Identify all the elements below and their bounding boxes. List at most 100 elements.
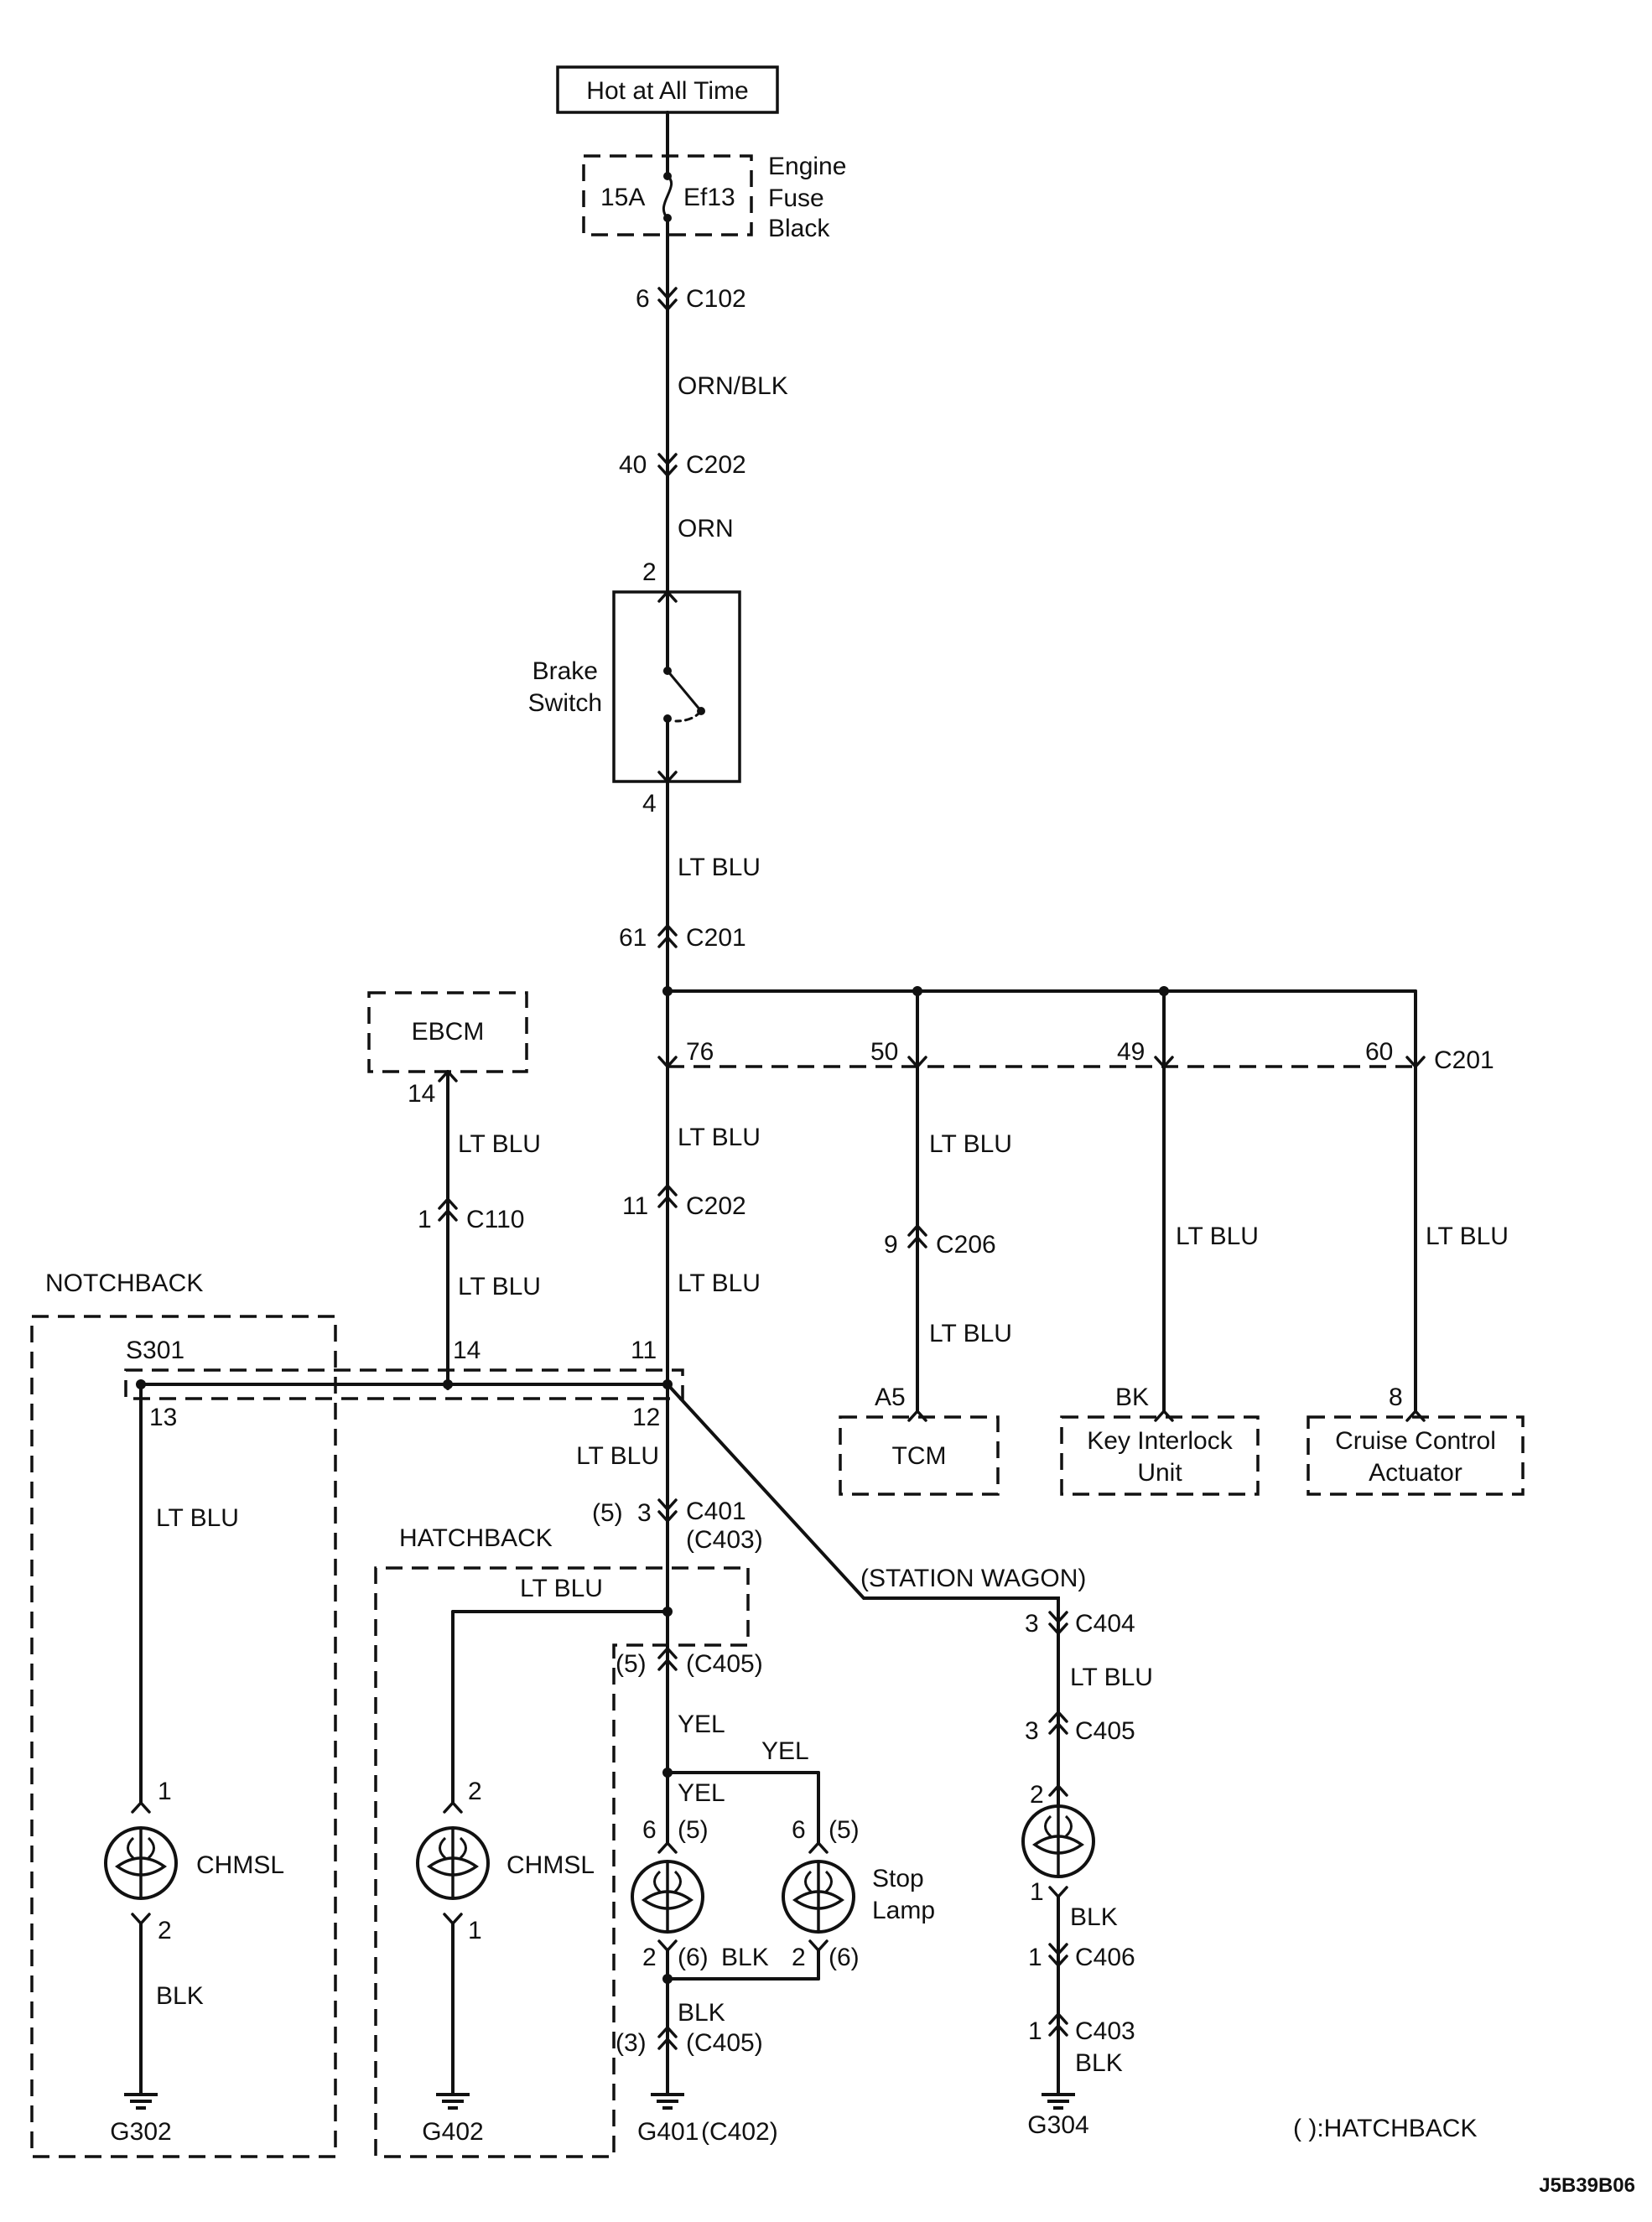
c202-top-label: C202: [686, 451, 746, 479]
c405-wagon-label: C405: [1075, 1717, 1135, 1745]
wagon-lamp-pin-bottom: 1: [1030, 1878, 1044, 1906]
c206-label: C206: [936, 1231, 996, 1259]
splice-s301-box: [124, 1368, 684, 1400]
c405-pin-alt: (5): [616, 1650, 647, 1678]
stop-right-top-pin: 6: [792, 1816, 806, 1844]
cruise-box: [1307, 1415, 1525, 1496]
stop-left-bot-pin: 2: [642, 1944, 657, 1971]
c403-alt-label: (C403): [686, 1526, 763, 1554]
stop-wire-yel2: YEL: [678, 1779, 725, 1807]
center-wire2: LT BLU: [678, 1269, 761, 1297]
hatchback-chmsl-label: CHMSL: [507, 1851, 595, 1879]
fuse-block-line1: Engine: [768, 153, 846, 180]
key-interlock-line2: Unit: [1137, 1459, 1182, 1487]
stop-lamp-left-bulb-icon: [631, 1860, 704, 1934]
c201-in-label: C201: [686, 924, 746, 952]
fuse-block-line2: Fuse: [768, 184, 824, 212]
c406-label: C406: [1075, 1944, 1135, 1971]
wagon-lamp-pin-top: 2: [1030, 1781, 1044, 1809]
c110-pin: 1: [418, 1206, 432, 1233]
hatchback-wire: LT BLU: [520, 1575, 603, 1602]
hatchback-pin2-icon: [443, 1801, 463, 1814]
key-interlock-pin: BK: [1115, 1384, 1149, 1411]
c401-label: C401: [686, 1498, 746, 1525]
wagon-wire1: LT BLU: [1070, 1664, 1153, 1691]
stop-ground-icon: [649, 2083, 686, 2110]
notchback-header: NOTCHBACK: [45, 1269, 203, 1297]
legend-hatchback: ( ):HATCHBACK: [1293, 2115, 1477, 2142]
hatchback-header: HATCHBACK: [399, 1524, 553, 1552]
c405-alt-label: (C405): [686, 1650, 763, 1678]
c202-mid-pin: 11: [622, 1192, 648, 1220]
stop-wire-yel: YEL: [761, 1737, 809, 1765]
fuse-block-line3: Black: [768, 215, 830, 242]
tcm-box: [839, 1415, 1000, 1496]
notchback-box: [30, 1315, 337, 2158]
c201-in-pin: 61: [619, 924, 647, 952]
stop-wire-blk2: BLK: [678, 1999, 725, 2027]
hatchback-ground: G402: [422, 2118, 483, 2146]
cruise-pin: 8: [1389, 1384, 1403, 1411]
c202-mid-label: C202: [686, 1192, 746, 1220]
notchback-chmsl-bulb-icon: [104, 1826, 178, 1900]
stop-ground: G401: [637, 2118, 699, 2146]
stop-c405-pin-alt: (3): [616, 2029, 647, 2057]
c201-pin-60: 60: [1365, 1038, 1393, 1066]
notchback-pin1-icon: [131, 1801, 151, 1814]
stop-left-top-icon: [657, 1841, 678, 1854]
tcm-wire2: LT BLU: [929, 1320, 1012, 1347]
hatchback-box: [374, 1566, 750, 2158]
stop-right-top-alt: (5): [829, 1816, 860, 1844]
hatchback-ground-icon: [434, 2083, 471, 2110]
tcm-wire1: LT BLU: [929, 1130, 1012, 1158]
c201-pin-76: 76: [686, 1038, 714, 1066]
wagon-lamp-bulb-icon: [1021, 1804, 1095, 1878]
c403-wagon-pin: 1: [1028, 2017, 1042, 2045]
cruise-wire: LT BLU: [1426, 1223, 1509, 1250]
tcm-label: TCM: [892, 1442, 947, 1470]
wagon-wire3: BLK: [1075, 2049, 1123, 2077]
splice-pin-13: 13: [149, 1404, 177, 1431]
stop-left-bot-alt: (6): [678, 1944, 709, 1971]
ebcm-wire2: LT BLU: [458, 1273, 541, 1300]
tcm-pin: A5: [875, 1384, 906, 1411]
hatchback-pin-top: 2: [468, 1778, 482, 1805]
c403-wagon-label: C403: [1075, 2017, 1135, 2045]
splice-name: S301: [126, 1337, 184, 1364]
brake-switch: [612, 590, 741, 783]
c102-pin: 6: [636, 285, 650, 313]
notchback-chmsl-label: CHMSL: [196, 1851, 284, 1879]
cruise-line2: Actuator: [1369, 1459, 1462, 1487]
c201-branch-label: C201: [1434, 1046, 1494, 1074]
cruise-line1: Cruise Control: [1335, 1427, 1496, 1455]
hatchback-pin-bottom: 1: [468, 1917, 482, 1944]
splice-pin-14: 14: [453, 1337, 481, 1364]
stop-left-top-pin: 6: [642, 1816, 657, 1844]
notchback-pin-bottom: 2: [158, 1917, 172, 1944]
notchback-pin-top: 1: [158, 1778, 172, 1805]
wagon-header: (STATION WAGON): [860, 1565, 1086, 1592]
c110-label: C110: [466, 1206, 525, 1233]
wagon-ground-icon: [1040, 2083, 1077, 2110]
key-interlock-line1: Key Interlock: [1087, 1427, 1233, 1455]
ebcm-label: EBCM: [412, 1018, 485, 1046]
brake-switch-pin-out: 4: [642, 790, 657, 818]
brake-switch-label-line2: Switch: [528, 689, 602, 717]
stop-lamp-right-bulb-icon: [782, 1860, 855, 1934]
c201-pin-49: 49: [1117, 1038, 1145, 1066]
c405-wagon-pin: 3: [1025, 1717, 1039, 1745]
c401-pin: 3: [637, 1499, 652, 1527]
stop-right-bot-pin: 2: [792, 1944, 806, 1971]
stop-wire-blk: BLK: [721, 1944, 769, 1971]
key-interlock-wire: LT BLU: [1176, 1223, 1259, 1250]
stop-lamp-label-line1: Stop: [872, 1865, 924, 1892]
ebcm-pin: 14: [408, 1080, 435, 1108]
notchback-wire-bottom: BLK: [156, 1982, 204, 2010]
wire-lt-blu-switch-out: LT BLU: [678, 854, 761, 881]
supply-label: Hot at All Time: [586, 77, 748, 105]
stop-left-top-alt: (5): [678, 1816, 709, 1844]
center-wire1: LT BLU: [678, 1124, 761, 1151]
wire-orn-blk: ORN/BLK: [678, 372, 788, 400]
c404-label: C404: [1075, 1610, 1135, 1638]
